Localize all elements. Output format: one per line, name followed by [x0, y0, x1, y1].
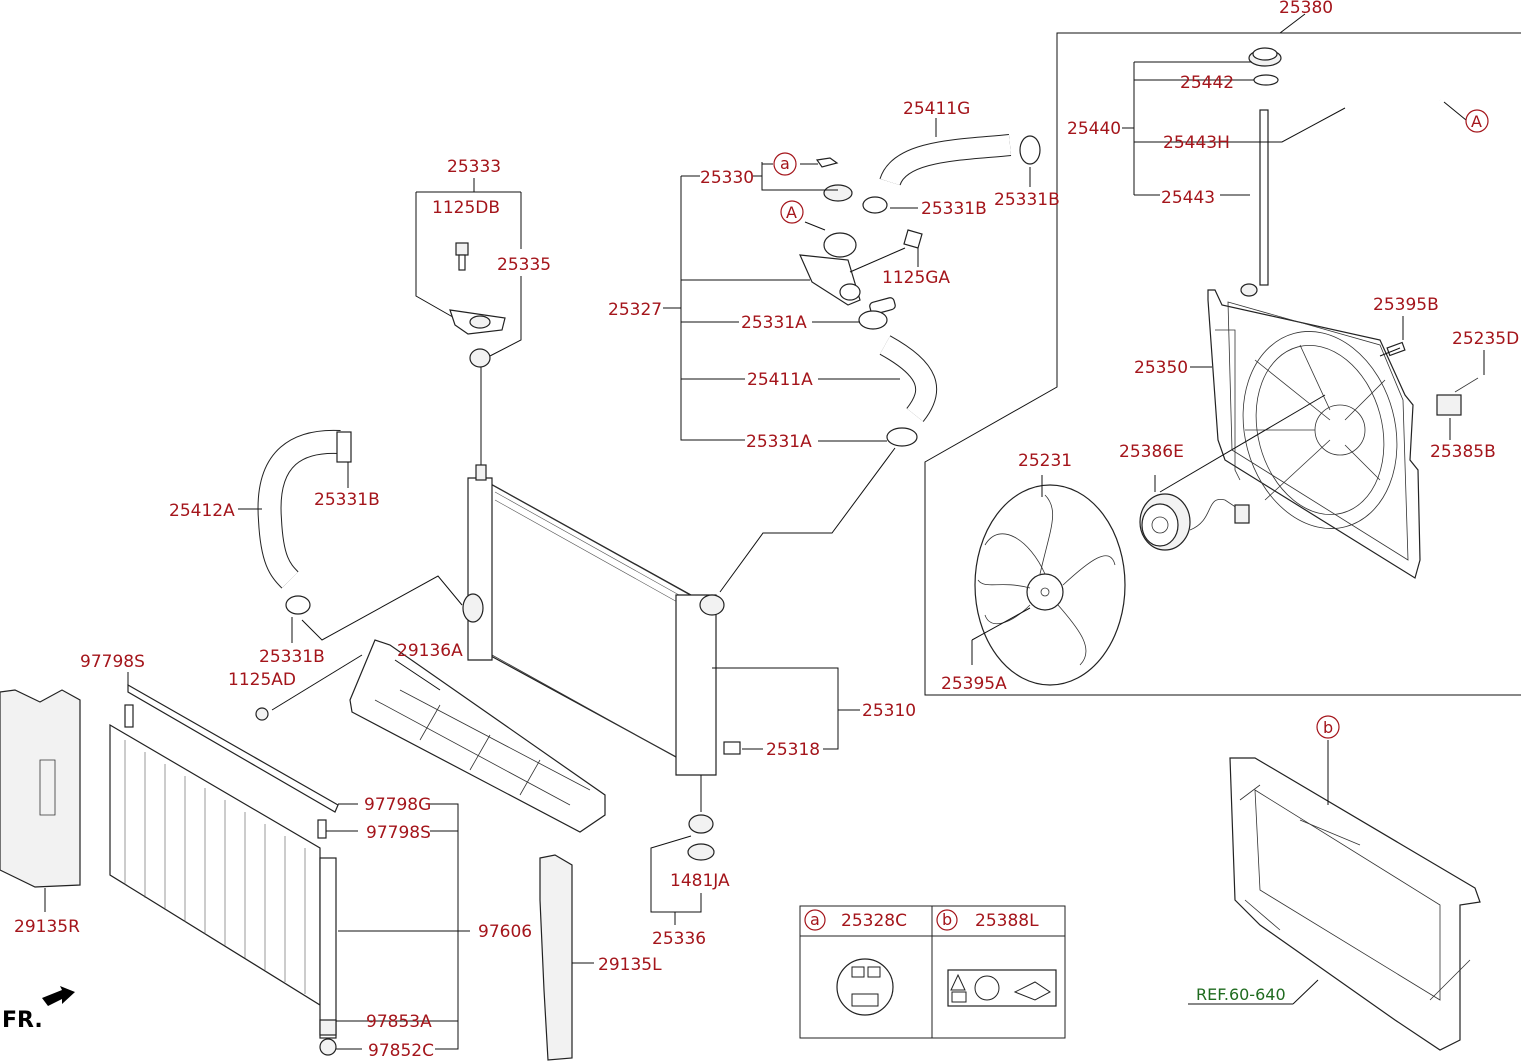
bracket-bolt-1125DB — [455, 242, 469, 271]
reference-label: REF.60-640 — [1196, 985, 1286, 1004]
label-97798S-mid: 97798S — [366, 823, 431, 843]
fan-motor — [1139, 493, 1250, 551]
label-25386E: 25386E — [1119, 442, 1184, 462]
front-label: FR. — [2, 1008, 43, 1033]
label-1125DB: 1125DB — [432, 198, 500, 218]
label-25440: 25440 — [1067, 119, 1121, 139]
label-25231: 25231 — [1018, 451, 1072, 471]
label-97798G: 97798G — [364, 795, 431, 815]
label-25331B-low: 25331B — [259, 647, 325, 667]
fan-warning-label-icon — [947, 969, 1057, 1007]
label-A-mid: A — [786, 203, 797, 222]
callout-a — [773, 152, 797, 176]
air-guard-29135R — [0, 689, 81, 888]
radiator-core — [462, 464, 725, 776]
label-25335: 25335 — [497, 255, 551, 275]
label-29136A: 29136A — [397, 641, 463, 661]
clamp-25331B-left — [285, 595, 311, 615]
label-b-circle: b — [1323, 718, 1333, 737]
label-29135R: 29135R — [14, 917, 80, 937]
label-25331B-left: 25331B — [314, 490, 380, 510]
label-25395A: 25395A — [941, 674, 1007, 694]
label-25336: 25336 — [652, 929, 706, 949]
water-outlet-fitting — [799, 184, 896, 315]
bolt-1125AD — [255, 707, 269, 721]
label-25385B: 25385B — [1430, 442, 1496, 462]
label-25380: 25380 — [1279, 0, 1333, 18]
legend-b-part: 25388L — [975, 911, 1039, 931]
callout-b — [1316, 715, 1340, 739]
hose-25412A — [257, 429, 352, 589]
label-25350: 25350 — [1134, 358, 1188, 378]
fan-shroud — [1207, 289, 1421, 579]
label-29135L: 29135L — [598, 955, 662, 975]
label-25235D: 25235D — [1452, 329, 1519, 349]
label-A-right: A — [1471, 112, 1482, 131]
legend-table — [799, 905, 1066, 1039]
label-25443: 25443 — [1161, 188, 1215, 208]
label-a-small: a — [780, 154, 790, 173]
lower-hose-25411A — [879, 335, 938, 422]
label-25443H: 25443H — [1163, 133, 1230, 153]
front-end-carrier — [1229, 757, 1481, 1051]
label-1481JA: 1481JA — [670, 871, 730, 891]
label-1125AD: 1125AD — [228, 670, 296, 690]
hose-clamp-25331A — [858, 310, 918, 447]
mounting-insulator — [469, 348, 491, 368]
receiver-drier-cap — [319, 1038, 337, 1056]
label-25331A-1: 25331A — [741, 313, 807, 333]
air-guard-29136A — [349, 639, 606, 833]
upper-hose-25411G — [879, 134, 1041, 187]
label-97853A: 97853A — [366, 1012, 432, 1032]
legend-a-part: 25328C — [841, 911, 907, 931]
legend-b-letter: b — [942, 910, 952, 929]
label-25333: 25333 — [447, 157, 501, 177]
label-25411G: 25411G — [903, 99, 970, 119]
label-25318: 25318 — [766, 740, 820, 760]
reservoir-cap — [1248, 47, 1282, 86]
label-25395B: 25395B — [1373, 295, 1439, 315]
fan-blade — [974, 484, 1126, 686]
label-25331A-2: 25331A — [746, 432, 812, 452]
label-97606: 97606 — [478, 922, 532, 942]
caution-label-icon — [836, 958, 894, 1016]
overflow-hose — [1240, 60, 1441, 297]
front-direction-arrow — [42, 986, 75, 1006]
label-25331B-top: 25331B — [994, 190, 1060, 210]
label-1125GA: 1125GA — [882, 268, 950, 288]
callout-A-right — [1465, 109, 1489, 133]
air-guard-29135L — [539, 854, 573, 1061]
legend-a-letter: a — [810, 910, 820, 929]
label-25412A: 25412A — [169, 501, 235, 521]
label-25330: 25330 — [700, 168, 754, 188]
shroud-bolt — [1379, 341, 1406, 357]
seal-97798S — [124, 683, 339, 839]
label-25411A: 25411A — [747, 370, 813, 390]
lower-insulator — [687, 814, 715, 861]
drain-plug-25318 — [723, 741, 741, 755]
label-25331B-mid: 25331B — [921, 199, 987, 219]
label-25442: 25442 — [1180, 73, 1234, 93]
callout-A-mid — [780, 200, 804, 224]
label-25310: 25310 — [862, 701, 916, 721]
label-97852C: 97852C — [368, 1041, 434, 1061]
condenser — [109, 723, 337, 1039]
resistor — [1436, 377, 1479, 416]
label-25327: 25327 — [608, 300, 662, 320]
fan-assembly-boundary — [924, 32, 1521, 696]
radiator-bracket — [449, 309, 506, 335]
label-97798S-top: 97798S — [80, 652, 145, 672]
